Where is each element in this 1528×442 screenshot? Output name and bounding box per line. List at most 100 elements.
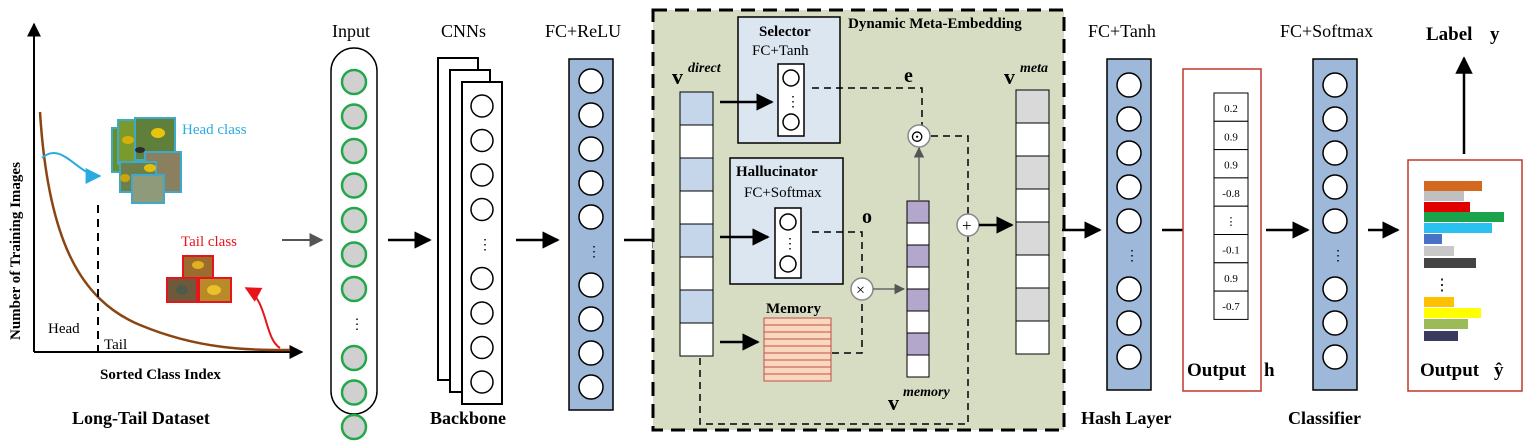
svg-text:h: h: [1264, 360, 1275, 381]
vdots-symbol: ⋮: [1331, 249, 1345, 264]
svg-text:v: v: [888, 390, 899, 415]
neuron-node: [342, 277, 366, 301]
input-nodes: ⋮: [342, 70, 366, 439]
h-value: ⋮: [1226, 216, 1237, 228]
neuron-node: [579, 103, 603, 127]
vector-cell: [907, 267, 929, 289]
vdots-symbol: ⋮: [1125, 249, 1139, 264]
neuron-node: [1323, 175, 1347, 199]
vector-cell: [680, 191, 713, 224]
vector-cell: [907, 333, 929, 355]
selector-node: [783, 70, 799, 86]
dme-title: Dynamic Meta-Embedding: [848, 16, 1022, 32]
input-title: Input: [332, 21, 370, 41]
vdots-symbol: ⋮: [587, 245, 601, 260]
classifier-title: FC+Softmax: [1280, 21, 1373, 41]
neuron-node: [471, 371, 493, 393]
h-value: -0.7: [1222, 301, 1240, 313]
memory-slot: [764, 360, 831, 367]
svg-text:direct: direct: [688, 61, 722, 76]
vdots-symbol: ⋮: [350, 318, 364, 333]
tail-class-arrow: [246, 288, 280, 348]
neuron-node: [342, 208, 366, 232]
x-axis-label: Sorted Class Index: [100, 367, 221, 383]
yhat-bar: [1424, 202, 1470, 212]
neuron-node: [1117, 209, 1141, 233]
svg-text:Output: Output: [1187, 360, 1247, 381]
neuron-node: [579, 171, 603, 195]
neuron-node: [1117, 277, 1141, 301]
memory-slot: [764, 367, 831, 374]
neuron-node: [471, 164, 493, 186]
vector-cell: [1016, 255, 1049, 288]
h-value: 0.9: [1224, 273, 1238, 285]
vector-cell: [680, 323, 713, 356]
yhat-vdots: ⋮: [1434, 277, 1450, 294]
tail-class-images: [167, 256, 231, 302]
yhat-bar: [1424, 258, 1476, 268]
memory-slot: [764, 332, 831, 339]
vector-cell: [1016, 156, 1049, 189]
vdots-symbol: ⋮: [478, 238, 492, 253]
vector-cell: [907, 311, 929, 333]
selector-node: [783, 114, 799, 130]
head-region-label: Head: [48, 321, 80, 337]
v-memory-vector: [907, 201, 929, 377]
neuron-node: [1323, 107, 1347, 131]
vector-cell: [907, 289, 929, 311]
cnns-title: CNNs: [441, 21, 486, 41]
vector-cell: [1016, 189, 1049, 222]
memory-slot: [764, 318, 831, 325]
yhat-bar: [1424, 308, 1481, 318]
memory-slot: [764, 374, 831, 381]
neuron-node: [471, 130, 493, 152]
vector-cell: [680, 257, 713, 290]
svg-text:meta: meta: [1020, 61, 1048, 76]
svg-text:Label: Label: [1426, 24, 1472, 45]
h-value: 0.9: [1224, 131, 1238, 143]
neuron-node: [342, 415, 366, 439]
vector-cell: [680, 125, 713, 158]
memory-slot: [764, 325, 831, 332]
neuron-node: [579, 375, 603, 399]
neuron-node: [579, 273, 603, 297]
vector-cell: [907, 201, 929, 223]
head-class-images: [112, 118, 181, 203]
vector-cell: [907, 355, 929, 377]
neuron-node: [471, 199, 493, 221]
classifier-caption: Classifier: [1288, 408, 1361, 428]
yhat-bar: [1424, 212, 1504, 222]
vector-cell: [1016, 321, 1049, 354]
memory-title: Memory: [766, 301, 821, 317]
hallucinator-sub: FC+Softmax: [744, 185, 822, 201]
h-value: -0.1: [1222, 245, 1239, 257]
tail-class-label: Tail class: [181, 234, 237, 250]
v-meta-vector: [1016, 90, 1049, 354]
neuron-node: [342, 381, 366, 405]
neuron-node: [342, 139, 366, 163]
neuron-node: [342, 105, 366, 129]
neuron-node: [1117, 175, 1141, 199]
neuron-node: [1323, 209, 1347, 233]
neuron-node: [579, 307, 603, 331]
hash-caption: Hash Layer: [1081, 408, 1172, 428]
neuron-node: [471, 337, 493, 359]
vector-cell: [1016, 123, 1049, 156]
head-class-arrow: [42, 153, 100, 176]
neuron-node: [1117, 345, 1141, 369]
yhat-bar: [1424, 246, 1454, 256]
neuron-node: [1117, 311, 1141, 335]
times-symbol: ×: [856, 282, 865, 299]
yhat-bar: [1424, 234, 1442, 244]
odot-symbol: ⊙: [910, 127, 924, 146]
hash-title: FC+Tanh: [1088, 21, 1156, 41]
h-value: 0.2: [1224, 103, 1238, 115]
selector-sub: FC+Tanh: [752, 43, 809, 59]
vector-cell: [1016, 288, 1049, 321]
neuron-node: [1323, 141, 1347, 165]
backbone-caption: Backbone: [430, 408, 506, 428]
vector-cell: [1016, 90, 1049, 123]
hash-nodes: ⋮: [1117, 73, 1141, 369]
yhat-bar: [1424, 223, 1492, 233]
